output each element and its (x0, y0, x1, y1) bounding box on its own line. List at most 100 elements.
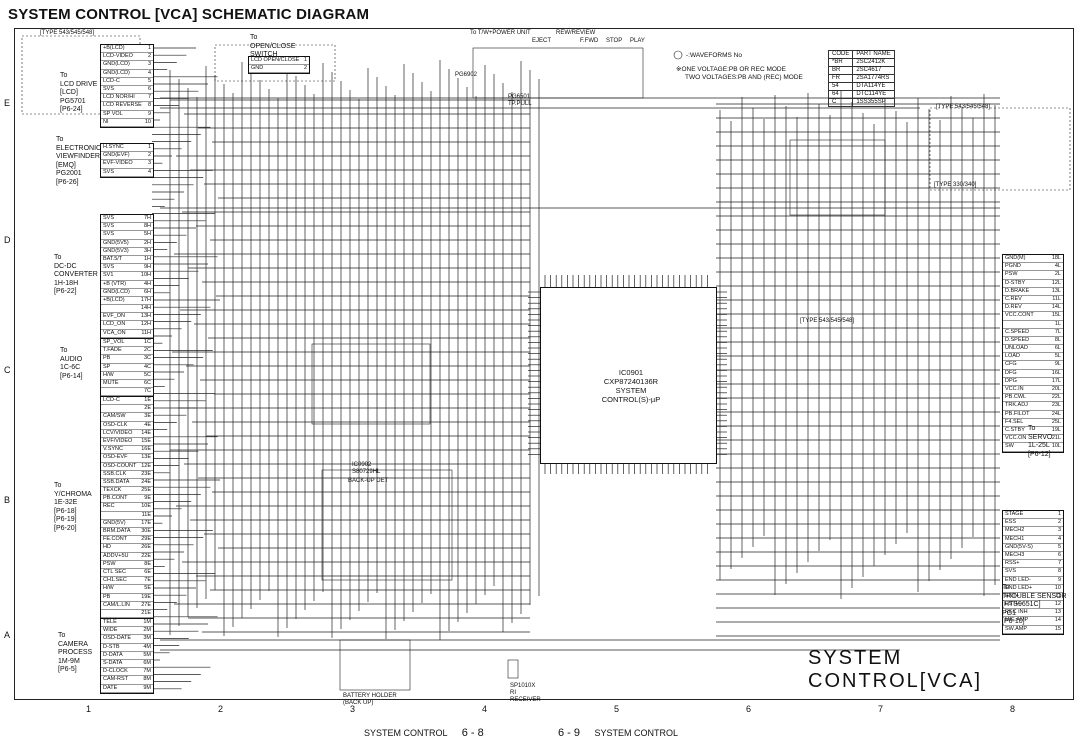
pin-signal: SP VOL (103, 110, 123, 117)
pin-signal: MUTE (103, 379, 119, 386)
connector-pin: END LED+10 (1003, 585, 1063, 593)
pin-number: 5L (1054, 353, 1061, 360)
footer-left: SYSTEM CONTROL 6 - 8 (364, 727, 496, 739)
pin-signal: CH1.SEC (103, 577, 127, 584)
pin-signal: CFG (1005, 361, 1017, 368)
pin-signal: DFG (1005, 369, 1017, 376)
pin-signal: HD (103, 544, 111, 551)
pin-signal: OSD-COUNT (103, 462, 137, 469)
pin-signal: GND(EVF) (103, 152, 130, 159)
pin-number: 8M (143, 676, 151, 683)
pin-number: 3 (147, 61, 151, 68)
pin-signal: REC (103, 503, 115, 510)
connector-pin: GND(LCD)4 (101, 70, 153, 78)
pin-number: 30E (141, 528, 151, 534)
connector-pin: CAM-RST 8M (101, 676, 153, 685)
schematic-frame (14, 28, 1074, 700)
pin-number: 10H (140, 272, 151, 279)
pin-signal: D.REV (1005, 304, 1022, 311)
connector-pin: 11E (101, 512, 153, 520)
pin-signal: UNLOAD (1005, 345, 1028, 352)
pin-number: 3H (143, 247, 151, 254)
pin-signal: OSD-CLK (103, 421, 128, 428)
pin-signal: D.SPEED (1005, 336, 1030, 343)
connector-pin: END LED-9 (1003, 577, 1063, 585)
pin-number: 22L (1051, 394, 1061, 401)
col-label-7: 7 (878, 704, 884, 714)
pin-number: 23L (1051, 402, 1061, 409)
pin-number: 6 (1057, 551, 1061, 558)
dest-audio: To AUDIO 1C-6C [P6-14] (60, 347, 83, 380)
pin-signal: SVS (103, 223, 115, 230)
pin-signal: C.SPEED (1005, 328, 1030, 335)
pin-number: 12 (1054, 601, 1061, 608)
footer-right-text: SYSTEM CONTROL (594, 728, 679, 738)
pin-number: 15L (1051, 312, 1061, 319)
pin-number: 14L (1051, 304, 1061, 311)
pin-number: 10L (1051, 443, 1061, 450)
connector-pin: +B (VTR)4H (101, 281, 153, 289)
pin-number: 3 (147, 160, 151, 167)
pin-signal: GND(5V3) (103, 247, 129, 254)
pin-signal: S-DATA (103, 659, 123, 666)
pin-number: 18L (1051, 255, 1061, 261)
pin-number: 21L (1051, 435, 1061, 442)
pin-number: 1C (143, 339, 151, 345)
pin-number: 14 (1054, 617, 1061, 624)
connector-pin: GND(EVF)2 (101, 152, 153, 161)
pin-signal: CAM-RST (103, 676, 129, 683)
pin-number: 11 (1055, 592, 1061, 599)
connector-pin: GND(5V-S)5 (1003, 544, 1063, 552)
pin-signal: GND(M) (1005, 255, 1026, 261)
ic0901-ref: IC0901 (618, 368, 644, 377)
pin-number: 25E (141, 487, 151, 494)
dest-evf: To ELECTRONIC VIEWFINDER [EMQ] PG2001 [P… (56, 136, 102, 186)
pin-signal: SVS (103, 264, 115, 271)
pin-number: 1M (143, 619, 151, 625)
pin-signal: PB.CONT (103, 495, 128, 502)
pin-number: 13E (141, 454, 151, 461)
pin-signal: BAT.5/T (103, 255, 123, 262)
section-title: SYSTEM CONTROL[VCA] (808, 647, 983, 692)
pin-number: 1L (1054, 320, 1061, 327)
pin-signal: D.BRAKE (1005, 287, 1030, 294)
pin-number: 4 (147, 69, 151, 76)
pin-number: 22E (141, 552, 151, 559)
pin-number: 1H (143, 255, 151, 262)
pin-number: 1 (147, 144, 151, 150)
pin-signal: VCC.CONT (1005, 312, 1034, 319)
pin-signal: EVF_ON (103, 313, 126, 320)
pin-number: 19L (1051, 426, 1061, 433)
pin-signal: PSW (1005, 271, 1018, 278)
ic0901-label: IC0901 CXP87240136R SYSTEM CONTROL(S)-µP (591, 368, 671, 404)
connector-pin: +B(LCD)1 (101, 45, 153, 54)
pin-signal: GND(5V-S) (1005, 543, 1033, 550)
